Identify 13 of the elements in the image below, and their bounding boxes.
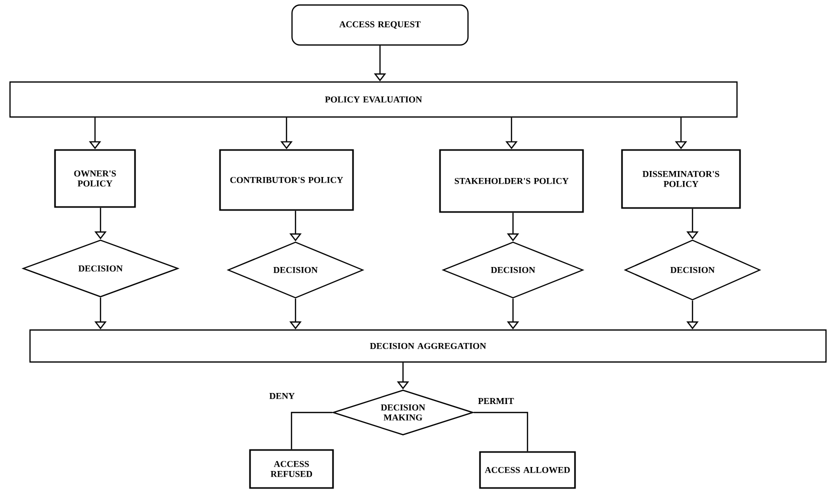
- connector-line: [290, 412, 332, 450]
- edge-label: DENY: [268, 392, 296, 400]
- process-box: ACCESS ALLOWED: [479, 451, 576, 489]
- process-box: OWNER'S POLICY: [54, 149, 136, 208]
- process-box: CONTRIBUTOR'S POLICY: [219, 149, 354, 211]
- process-band: DECISION AGGREGATION: [29, 329, 827, 363]
- process-band: POLICY EVALUATION: [9, 81, 738, 118]
- connector-line: [474, 412, 528, 452]
- process-box: DISSEMINATOR'S POLICY: [621, 149, 741, 209]
- terminal-box: ACCESS REQUEST: [291, 4, 469, 46]
- edge-label: PERMIT: [477, 397, 515, 405]
- process-box: STAKEHOLDER'S POLICY: [439, 149, 584, 213]
- process-box: ACCESS REFUSED: [249, 449, 334, 489]
